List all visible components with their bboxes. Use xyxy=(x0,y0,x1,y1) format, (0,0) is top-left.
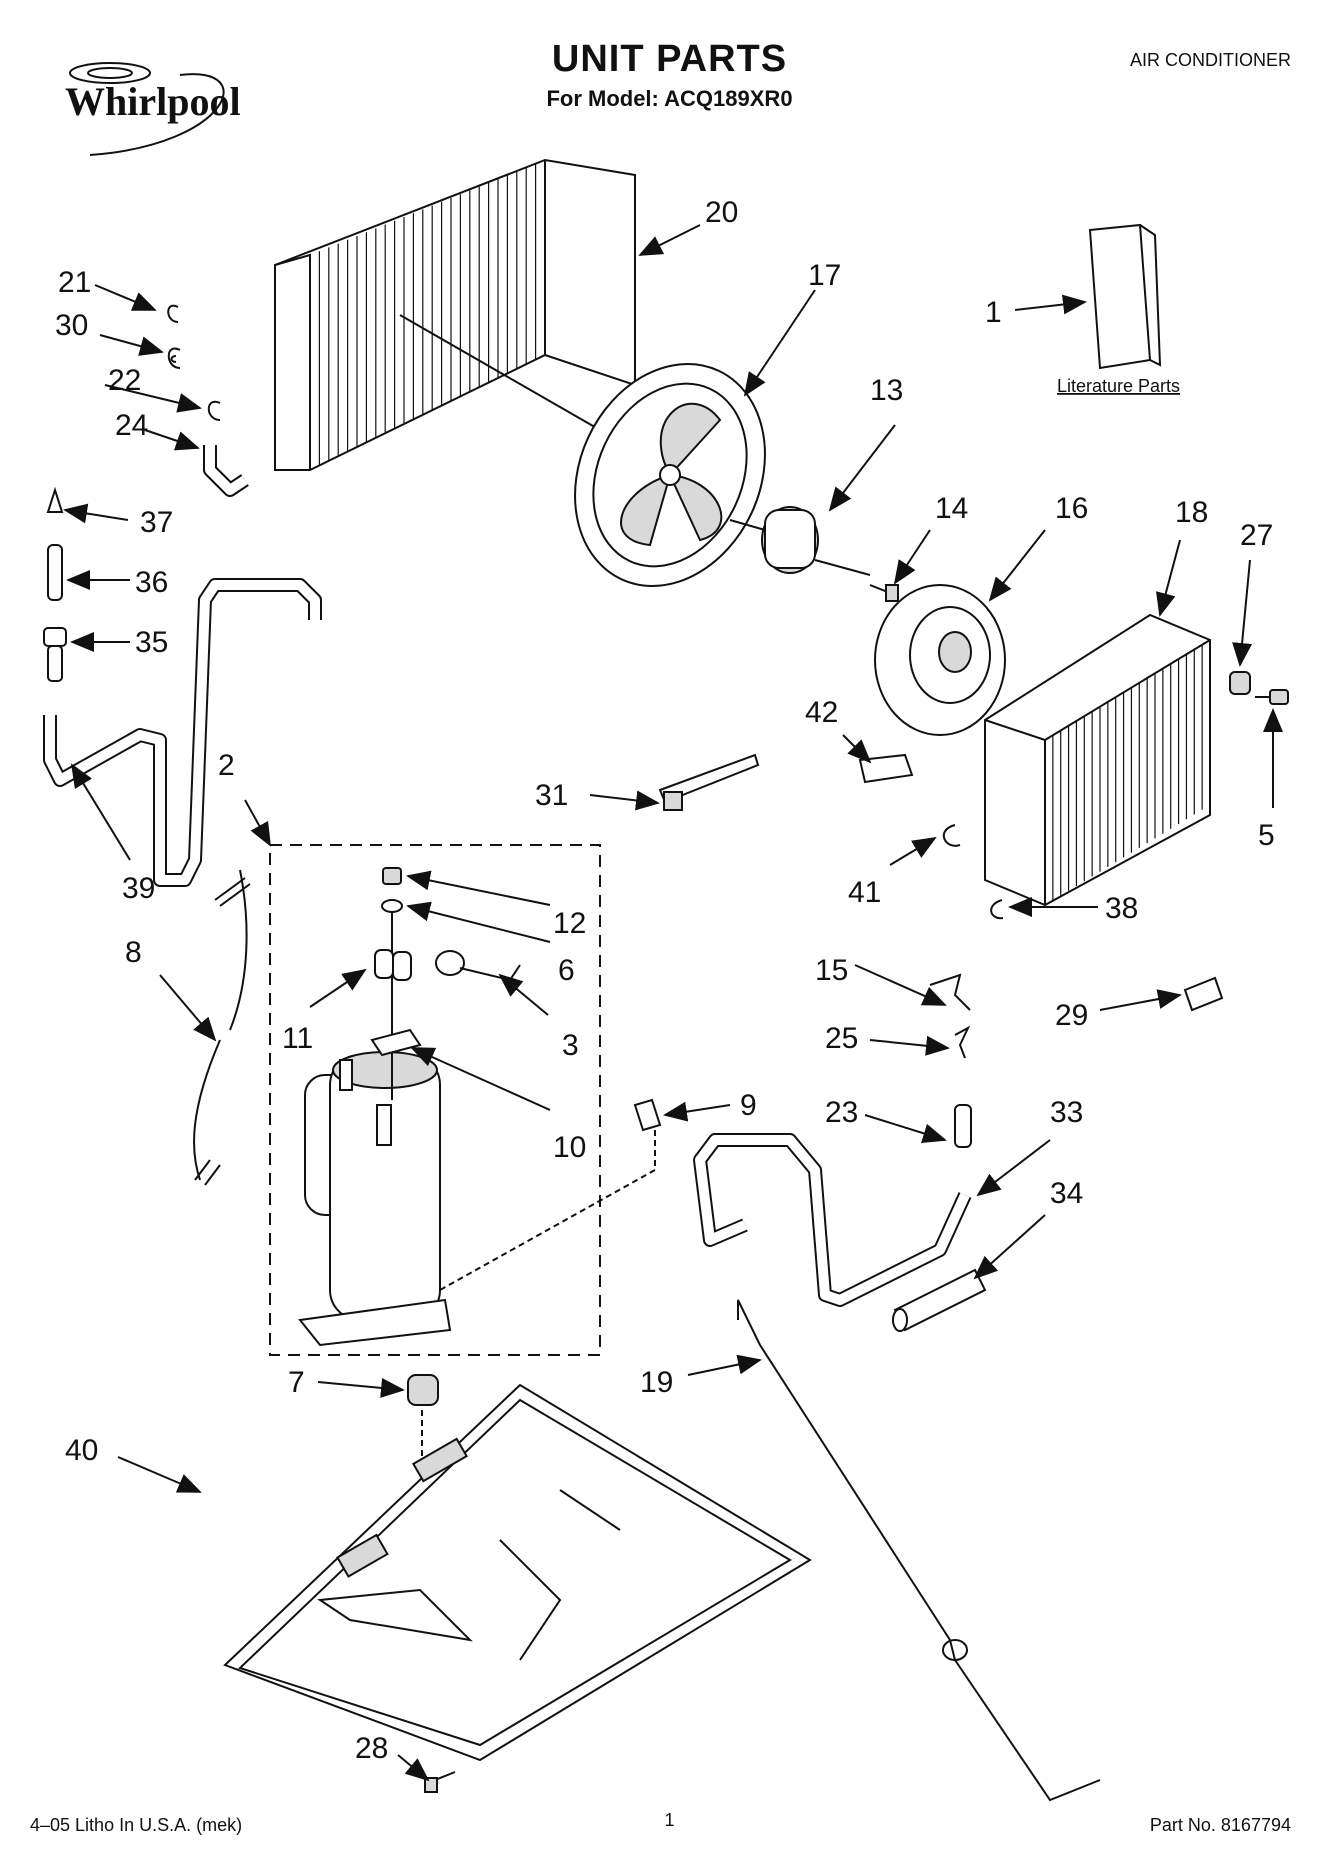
fan-motor[interactable] xyxy=(729,506,871,576)
callout-27: 27 xyxy=(1240,519,1273,552)
callout-20: 20 xyxy=(705,196,738,229)
callout-16: 16 xyxy=(1055,492,1088,525)
model-subtitle: For Model: ACQ189XR0 xyxy=(546,86,793,111)
screw-5[interactable] xyxy=(1255,689,1289,705)
callout-37: 37 xyxy=(140,506,173,539)
callout-1: 1 xyxy=(985,296,1002,329)
terminal-cover-3[interactable] xyxy=(435,950,521,982)
callout-14: 14 xyxy=(935,492,968,525)
literature-parts-label: Literature Parts xyxy=(1057,376,1180,396)
coupling-42[interactable] xyxy=(858,753,914,784)
condenser-coil[interactable] xyxy=(274,158,636,471)
whirlpool-logo: Whirlpool xyxy=(65,62,241,156)
washer-6[interactable] xyxy=(381,899,403,913)
callout-6: 6 xyxy=(558,954,575,987)
insulation-34[interactable] xyxy=(892,1268,987,1332)
callout-36: 36 xyxy=(135,566,168,599)
leader-lines xyxy=(63,224,1283,1782)
callout-24: 24 xyxy=(115,409,148,442)
callout-15: 15 xyxy=(815,954,848,987)
wire-harness-8[interactable] xyxy=(193,869,251,1186)
callout-13: 13 xyxy=(870,374,903,407)
logo-wordmark: Whirlpool xyxy=(65,79,241,124)
tube-15[interactable] xyxy=(929,973,971,1011)
callout-19: 19 xyxy=(640,1366,673,1399)
callout-23: 23 xyxy=(825,1096,858,1129)
cap-37[interactable] xyxy=(46,486,64,513)
callout-29: 29 xyxy=(1055,999,1088,1032)
literature-booklet[interactable] xyxy=(1088,223,1162,370)
part-number: Part No. 8167794 xyxy=(1149,1815,1291,1835)
screw-14[interactable] xyxy=(869,584,899,602)
grommet-11[interactable] xyxy=(374,949,412,981)
discharge-tube-39[interactable] xyxy=(43,578,322,887)
callout-33: 33 xyxy=(1050,1096,1083,1129)
callout-28: 28 xyxy=(355,1732,388,1765)
bracket-10[interactable] xyxy=(370,1028,422,1057)
blower-wheel[interactable] xyxy=(874,584,1006,736)
compressor-assembly-group[interactable] xyxy=(269,844,601,1356)
callout-17: 17 xyxy=(808,259,841,292)
callout-34: 34 xyxy=(1050,1177,1083,1210)
callout-11: 11 xyxy=(282,1022,313,1055)
drain-rod-19[interactable] xyxy=(737,1299,1101,1802)
callout-31: 31 xyxy=(535,779,568,812)
callout-30: 30 xyxy=(55,309,88,342)
callout-7: 7 xyxy=(288,1366,305,1399)
bracket-29[interactable] xyxy=(1183,976,1224,1012)
tube-36[interactable] xyxy=(47,544,63,601)
tube-25[interactable] xyxy=(954,1025,971,1059)
page-number: 1 xyxy=(664,1810,675,1830)
callout-41: 41 xyxy=(848,876,881,909)
callout-21: 21 xyxy=(58,266,91,299)
nut-12[interactable] xyxy=(382,867,402,885)
callout-22: 22 xyxy=(108,364,141,397)
callout-8: 8 xyxy=(125,936,142,969)
clip-9[interactable] xyxy=(633,1098,662,1132)
callout-10: 10 xyxy=(553,1131,586,1164)
callout-35: 35 xyxy=(135,626,168,659)
clip-38[interactable] xyxy=(990,899,1004,920)
callout-40: 40 xyxy=(65,1434,98,1467)
clip-22[interactable] xyxy=(207,400,221,421)
callout-38: 38 xyxy=(1105,892,1138,925)
clip-30[interactable] xyxy=(167,347,181,369)
callout-2: 2 xyxy=(218,749,235,782)
callout-3: 3 xyxy=(562,1029,579,1062)
page-title: UNIT PARTS xyxy=(551,38,788,80)
base-pan[interactable] xyxy=(223,1383,812,1762)
callout-39: 39 xyxy=(122,872,155,905)
callout-9: 9 xyxy=(740,1089,757,1122)
clip-21[interactable] xyxy=(167,304,179,323)
callout-42: 42 xyxy=(805,696,838,729)
callout-18: 18 xyxy=(1175,496,1208,529)
evaporator-coil[interactable] xyxy=(984,613,1211,907)
fan-blade[interactable] xyxy=(540,333,800,618)
tie-strap-31[interactable] xyxy=(658,753,760,811)
callout-5: 5 xyxy=(1258,819,1275,852)
fitting-27[interactable] xyxy=(1229,671,1251,695)
clip-41[interactable] xyxy=(942,824,961,847)
print-info: 4–05 Litho In U.S.A. (mek) xyxy=(30,1815,243,1835)
callout-12: 12 xyxy=(553,907,586,940)
tube-24[interactable] xyxy=(203,445,249,497)
product-category: AIR CONDITIONER xyxy=(1129,50,1291,70)
suction-tube-33[interactable] xyxy=(693,1133,972,1307)
coupling-35[interactable] xyxy=(43,627,67,682)
screw-28[interactable] xyxy=(424,1771,456,1793)
coupling-23[interactable] xyxy=(954,1104,972,1148)
callout-25: 25 xyxy=(825,1022,858,1055)
